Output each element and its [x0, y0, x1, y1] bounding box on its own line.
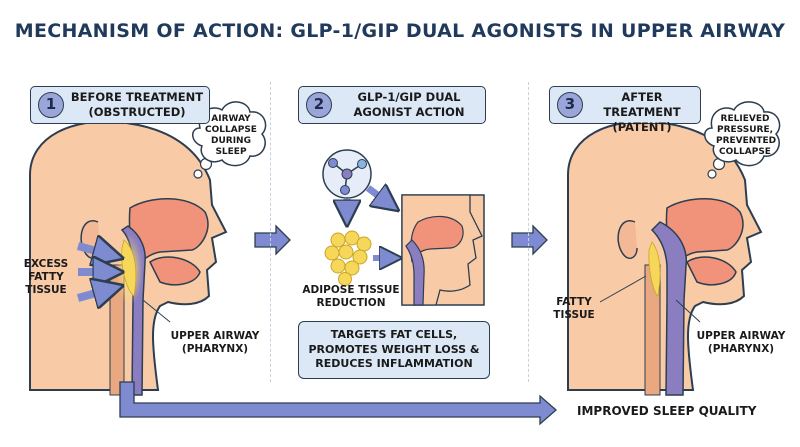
diagram-title: MECHANISM OF ACTION: GLP-1/GIP DUAL AGON…: [14, 20, 786, 42]
flow-arrow-1: [254, 224, 291, 256]
fat-cell-cluster: [324, 230, 372, 286]
panel1-thought-cloud: [192, 101, 267, 179]
panel1-airway-leader: [142, 299, 171, 323]
molecule-icon: [322, 149, 372, 199]
adipose-reduction-label: ADIPOSE TISSUE REDUCTION: [302, 284, 400, 309]
panel3-fat-leader: [599, 275, 647, 303]
panel1-airway-label: UPPER AIRWAY (PHARYNX): [170, 330, 260, 355]
panel1-thought-text: AIRWAY COLLAPSE DURING SLEEP: [205, 114, 257, 157]
panel-divider-2: [528, 82, 529, 382]
panel3-thought-cloud: [704, 101, 781, 179]
panel2-head-inset: [401, 194, 485, 306]
panel3-head-illustration: [567, 120, 763, 396]
step-1-header: 1 BEFORE TREATMENT (OBSTRUCTED): [30, 86, 210, 124]
panel1-fat-label: EXCESS FATTY TISSUE: [23, 258, 69, 296]
step-1-number: 1: [38, 92, 64, 118]
panel3-airway-label: UPPER AIRWAY (PHARYNX): [696, 330, 786, 355]
panel3-fat-label: FATTY TISSUE: [553, 296, 595, 321]
step-2-label: GLP-1/GIP DUAL AGONIST ACTION: [353, 90, 465, 119]
step-2-number: 2: [306, 92, 332, 118]
panel3-thought-text: RELIEVED PRESSURE, PREVENTED COLLAPSE: [716, 114, 777, 157]
step-3-header: 3 AFTER TREATMENT (PATENT): [549, 86, 701, 134]
panel3-airway-leader: [675, 299, 701, 323]
molecule-to-head-arrow: [365, 188, 395, 208]
panel1-compression-arrows: [76, 246, 118, 298]
panel-divider-1: [270, 82, 271, 382]
outcome-label: IMPROVED SLEEP QUALITY: [577, 404, 757, 418]
step-3-label: AFTER TREATMENT (PATENT): [603, 90, 681, 134]
step-3-number: 3: [557, 92, 583, 118]
mechanism-info-text: TARGETS FAT CELLS, PROMOTES WEIGHT LOSS …: [308, 328, 480, 370]
mechanism-info-box: TARGETS FAT CELLS, PROMOTES WEIGHT LOSS …: [298, 321, 490, 379]
flow-arrow-2: [511, 224, 548, 256]
step-1-label: BEFORE TREATMENT (OBSTRUCTED): [70, 90, 204, 119]
outcome-arrow: [119, 381, 557, 426]
step-2-header: 2 GLP-1/GIP DUAL AGONIST ACTION: [298, 86, 486, 124]
